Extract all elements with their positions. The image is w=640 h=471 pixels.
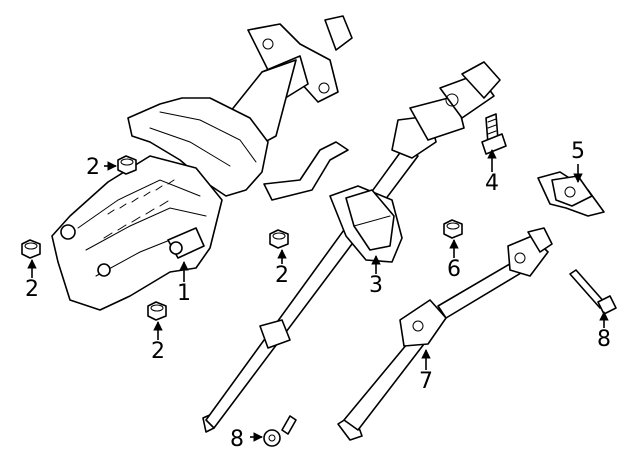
nut-2-center <box>269 229 289 249</box>
nut-2-top <box>117 155 137 175</box>
mount-bracket-5 <box>537 171 605 217</box>
callout-2-center: 2 <box>275 263 289 288</box>
nut-6 <box>443 219 463 239</box>
callout-7: 7 <box>419 369 433 394</box>
bolt-8-right <box>569 269 617 315</box>
steering-column-housing <box>51 15 353 311</box>
callout-5: 5 <box>571 139 585 164</box>
callout-2-top: 2 <box>86 155 100 180</box>
callout-3: 3 <box>369 273 383 298</box>
leader-lines <box>27 149 609 442</box>
callout-8-bottom: 8 <box>230 427 244 452</box>
lower-shaft <box>337 227 553 441</box>
bolt-4 <box>481 113 507 155</box>
intermediate-shaft <box>202 61 501 433</box>
bolt-8-bottom <box>263 415 297 447</box>
nut-2-bottom <box>147 301 167 321</box>
callout-2-bottom: 2 <box>151 339 165 364</box>
callout-1: 1 <box>177 281 191 306</box>
callout-4: 4 <box>485 171 499 196</box>
callout-8-right: 8 <box>597 327 611 352</box>
callout-6: 6 <box>447 257 461 282</box>
callout-2-left: 2 <box>25 277 39 302</box>
nut-2-left <box>21 239 41 259</box>
